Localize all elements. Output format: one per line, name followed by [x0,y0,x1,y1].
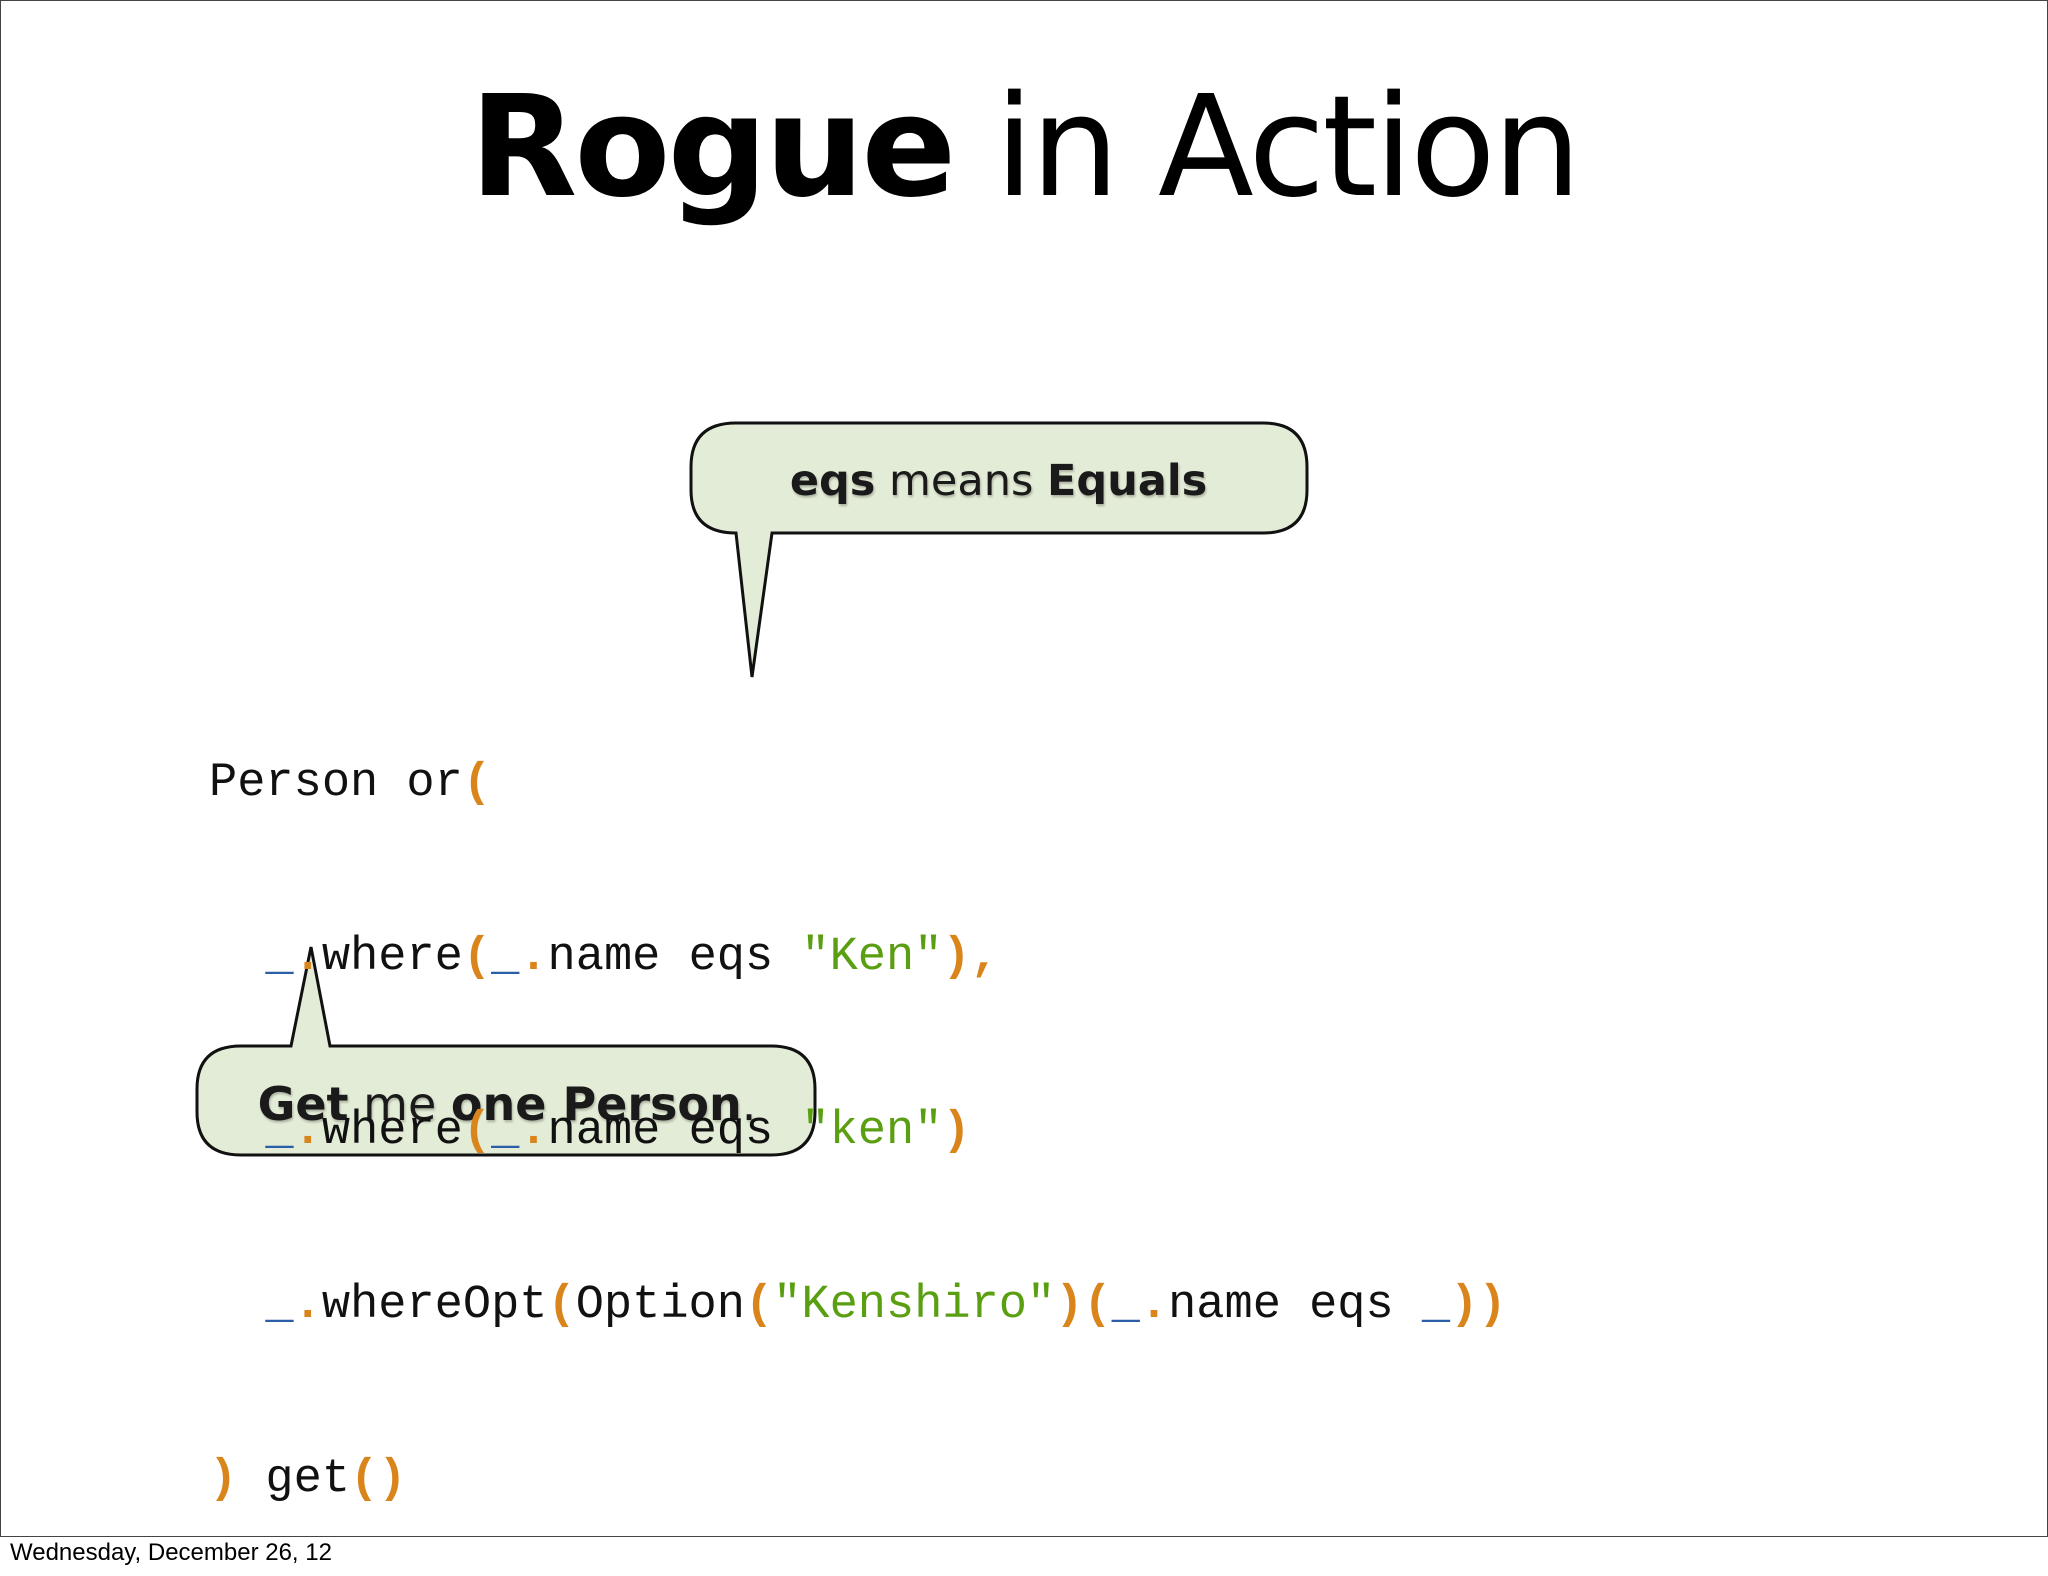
code-paren: ), [942,931,999,984]
code-text: Option [575,1279,745,1332]
code-indent [209,1105,265,1158]
code-text: get [237,1453,351,1506]
code-underscore: _ [1111,1279,1140,1332]
code-text: where [321,931,463,984]
code-string: "Kenshiro" [773,1279,1056,1332]
slide: Rogue in Action eqs means Equals Get me … [0,0,2048,1537]
callout-top-bubble [689,421,1309,678]
code-text: name eqs [1168,1279,1422,1332]
callout-top-meaning: Equals [1047,456,1208,506]
code-paren: ( [462,931,492,984]
code-underscore: _ [1421,1279,1451,1332]
code-block: Person or( _.where(_.name eqs "Ken"), _.… [209,639,1507,1536]
callout-bottom-connector: me [348,1077,451,1131]
code-string: "ken" [801,1105,943,1158]
code-paren: ( [462,757,492,810]
code-line-1: Person or( [209,755,1507,813]
slide-title: Rogue in Action [1,63,2047,233]
code-paren: ( [462,1105,492,1158]
callout-top-text: eqs means Equals [691,451,1306,511]
code-dot: . [293,1105,322,1158]
callout-bottom-keyword: Get [257,1077,349,1131]
code-text: Person or [209,757,463,810]
callout-bottom-meaning: one Person [450,1077,742,1131]
code-dot: . [519,931,548,984]
title-rest: in Action [953,66,1582,229]
code-text: whereOpt [321,1279,548,1332]
callout-bottom-bubble [195,946,817,1157]
code-underscore: _ [491,931,520,984]
code-paren: )) [1450,1279,1507,1332]
code-paren: ( [547,1279,576,1332]
callout-bottom-period: . [741,1077,757,1131]
code-text: name eqs [547,931,802,984]
code-underscore: _ [491,1105,520,1158]
code-line-5: ) get() [209,1451,1507,1509]
code-dot: . [1139,1279,1169,1332]
code-line-3: _.where(_.name eqs "ken") [209,1103,1507,1161]
code-dot: . [293,1279,322,1332]
code-paren: ( [744,1279,774,1332]
code-indent [209,1279,265,1332]
code-indent [209,931,265,984]
code-dot: . [293,931,322,984]
callout-bottom-text: Get me one Person. [197,1072,817,1136]
code-paren: )( [1055,1279,1112,1332]
code-dot: . [519,1105,548,1158]
callout-top-connector: means [875,456,1048,506]
code-underscore: _ [265,931,294,984]
code-paren: ) [942,1105,971,1158]
code-line-4: _.whereOpt(Option("Kenshiro")(_.name eqs… [209,1277,1507,1335]
code-paren: () [350,1453,407,1506]
code-underscore: _ [265,1279,294,1332]
code-paren: ) [209,1453,238,1506]
callout-top-keyword: eqs [789,456,876,506]
code-underscore: _ [265,1105,294,1158]
code-string: "Ken" [801,931,943,984]
code-text: where [321,1105,463,1158]
code-text: name eqs [547,1105,802,1158]
title-bold: Rogue [469,66,957,229]
slide-footer-date: Wednesday, December 26, 12 [10,1539,332,1566]
callout-shapes [195,421,1309,1157]
code-line-2: _.where(_.name eqs "Ken"), [209,929,1507,987]
